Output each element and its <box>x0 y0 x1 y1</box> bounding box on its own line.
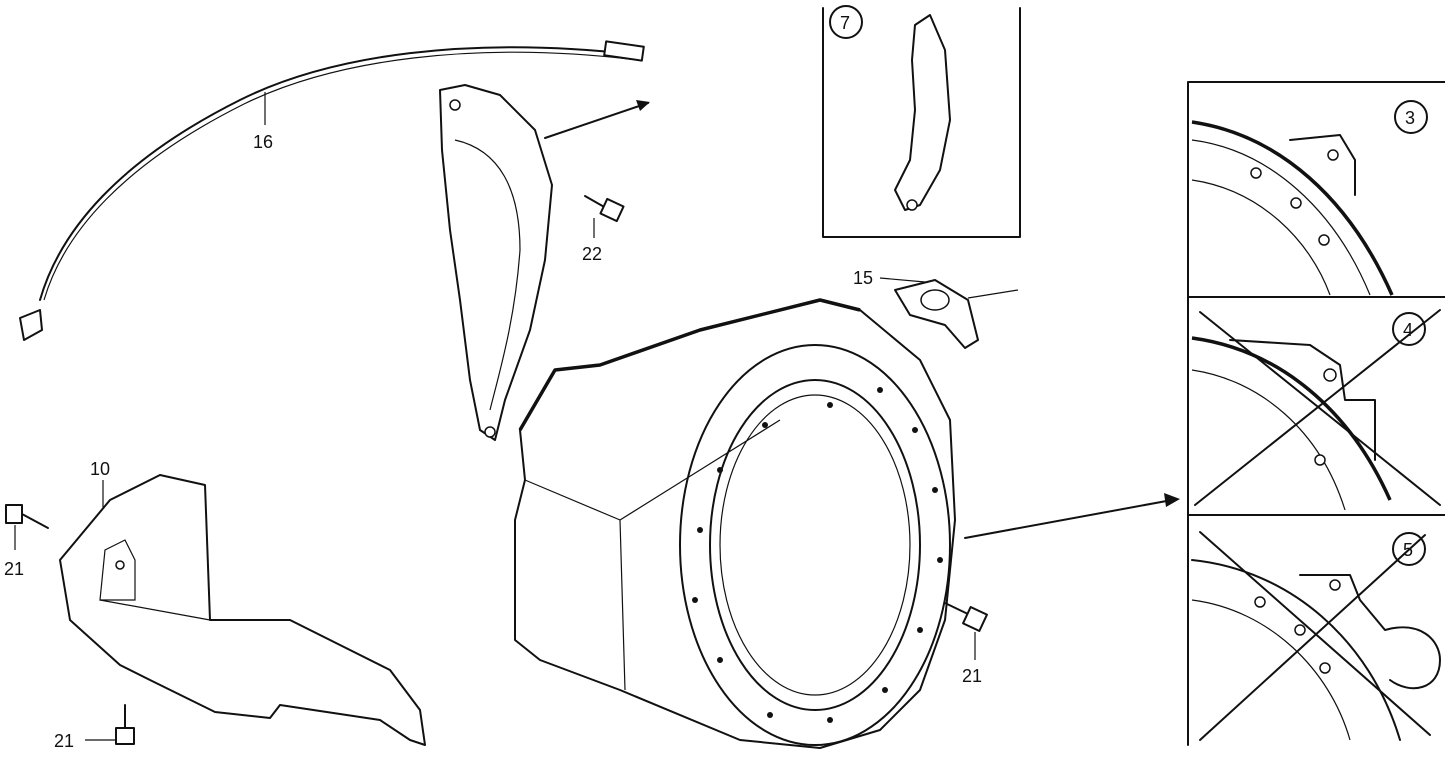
inset-part-7: 7 <box>822 5 1021 238</box>
label-3: 3 <box>1405 108 1415 128</box>
label-4: 4 <box>1403 320 1413 340</box>
label-7: 7 <box>840 13 850 33</box>
label-22: 22 <box>582 244 602 264</box>
fan-shroud-main <box>514 298 1180 749</box>
bolt-part-21-bottom: 21 <box>54 704 135 751</box>
label-21-left: 21 <box>4 559 24 579</box>
variant-panel-5: 5 <box>1191 531 1441 741</box>
bolt-part-21-left: 21 <box>4 504 49 579</box>
bolt-part-21-right: 21 <box>944 602 988 686</box>
cable-part-16: 16 <box>19 40 645 341</box>
screw-part-22: 22 <box>582 195 625 264</box>
variant-panel-3: 3 <box>1187 81 1445 746</box>
label-21-bottom: 21 <box>54 731 74 751</box>
variant-panel-4: 4 <box>1187 309 1445 516</box>
label-15: 15 <box>853 268 873 288</box>
label-16: 16 <box>253 132 273 152</box>
switch-part-15: 15 <box>853 268 1019 349</box>
upper-cover-part <box>439 84 650 441</box>
label-21-right: 21 <box>962 666 982 686</box>
under-cover-part-10: 10 <box>59 459 426 746</box>
shroud-holes <box>692 387 943 723</box>
label-10: 10 <box>90 459 110 479</box>
